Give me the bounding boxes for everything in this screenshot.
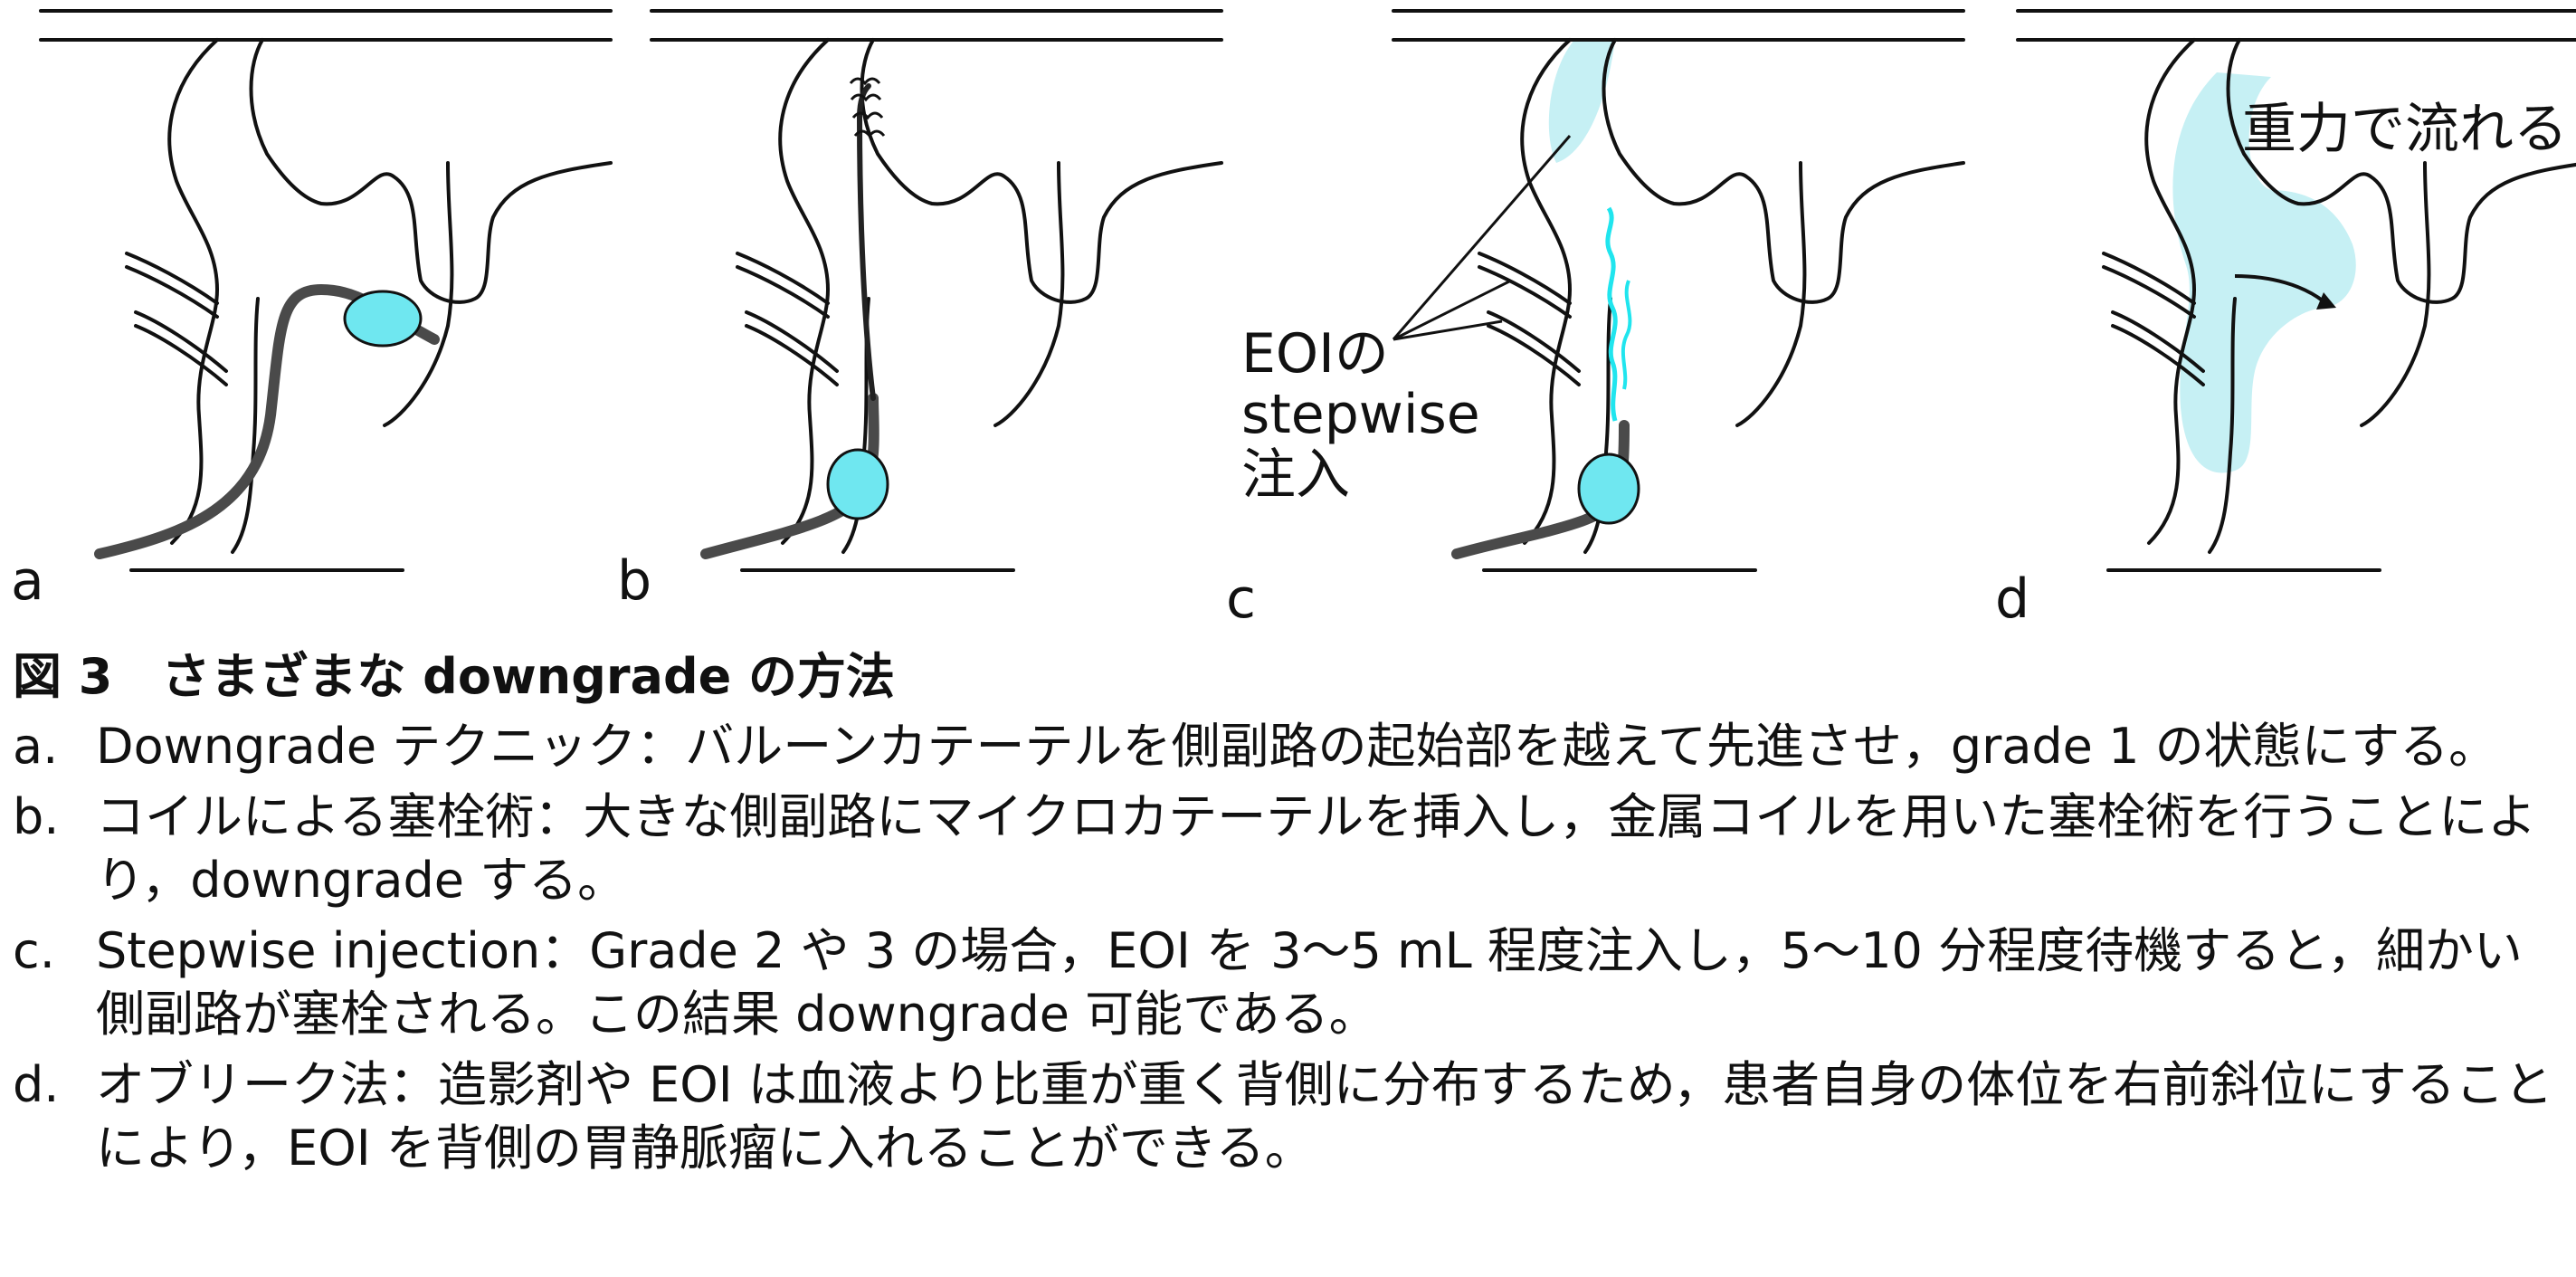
caption-list: a. Downgrade テクニック：バルーンカテーテルを側副路の起始部を越えて… (13, 715, 2564, 1180)
figure-caption: 図 3 さまざまな downgrade の方法 a. Downgrade テクニ… (13, 644, 2564, 1187)
downgrade-illustration (39, 9, 2576, 572)
flow-arrow (2234, 274, 2325, 303)
panel-label-a: a (11, 549, 44, 613)
eoi-contrast-region (1548, 40, 1615, 163)
caption-letter: c. (13, 922, 55, 979)
panel-label-d: d (1995, 567, 2030, 631)
caption-text: オブリーク法：造影剤や EOI は血液より比重が重く背側に分布するため，患者自身… (96, 1056, 2553, 1177)
annotation-leader-lines (1392, 135, 1572, 341)
panel-b (650, 9, 1223, 572)
panel-c (1392, 9, 1965, 572)
caption-text: Stepwise injection：Grade 2 や 3 の場合，EOI を… (96, 922, 2523, 1043)
arrowhead-icon (2316, 292, 2336, 310)
panel-d (2016, 9, 2576, 572)
caption-item-a: a. Downgrade テクニック：バルーンカテーテルを側副路の起始部を越えて… (13, 715, 2564, 778)
eoi-stepwise-annotation: EOIの stepwise 注入 (1241, 322, 1480, 508)
panel-label-c: c (1226, 567, 1256, 631)
gravity-contrast-region (2172, 72, 2356, 473)
caption-item-d: d. オブリーク法：造影剤や EOI は血液より比重が重く背側に分布するため，患… (13, 1053, 2564, 1180)
balloon (343, 290, 423, 348)
eoi-injection-stream (1605, 206, 1618, 422)
caption-letter: d. (13, 1056, 60, 1113)
caption-item-b: b. コイルによる塞栓術：大きな側副路にマイクロカテーテルを挿入し，金属コイルを… (13, 786, 2564, 912)
gravity-flow-annotation: 重力で流れる (2242, 98, 2568, 161)
panel-a (39, 9, 613, 572)
balloon (826, 448, 889, 520)
annotation-line: EOIの (1241, 322, 1389, 386)
panel-label-b: b (617, 549, 652, 613)
metal-coil-icon (849, 77, 886, 138)
caption-text: コイルによる塞栓術：大きな側副路にマイクロカテーテルを挿入し，金属コイルを用いた… (96, 788, 2537, 909)
balloon (1577, 453, 1640, 525)
annotation-line: stepwise (1241, 383, 1480, 447)
caption-letter: b. (13, 788, 60, 845)
caption-letter: a. (13, 718, 59, 775)
caption-item-c: c. Stepwise injection：Grade 2 や 3 の場合，EO… (13, 920, 2564, 1046)
caption-title: 図 3 さまざまな downgrade の方法 (13, 648, 896, 705)
annotation-line: 注入 (1241, 443, 1350, 508)
caption-text: Downgrade テクニック：バルーンカテーテルを側副路の起始部を越えて先進さ… (96, 718, 2498, 775)
